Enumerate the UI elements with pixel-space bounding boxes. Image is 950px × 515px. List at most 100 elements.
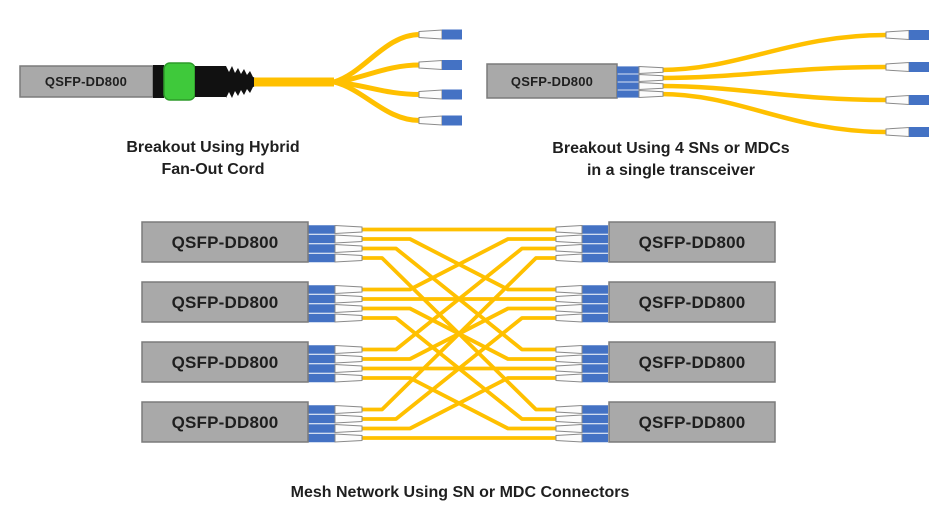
qsfp-module (486, 63, 618, 99)
fiber-ferrule (418, 29, 443, 40)
qsfp-module (141, 401, 309, 443)
sn-connector-blue (582, 225, 608, 234)
qsfp-module (19, 65, 154, 98)
qsfp-module (141, 341, 309, 383)
module-label: QSFP-DD800 (511, 74, 593, 89)
fiber-ferrule (555, 354, 583, 364)
fiber (657, 83, 889, 103)
fiber-ferrule (555, 253, 583, 263)
sn-connector-blue (308, 414, 335, 424)
connector-tip-blue (442, 115, 462, 126)
fiber-ferrule (334, 423, 363, 434)
qsfp-module (608, 221, 776, 263)
qsfp-module (608, 401, 776, 443)
serrated-boot (226, 66, 256, 98)
sn-connector-blue (582, 294, 608, 304)
sn-connector-blue (582, 424, 608, 433)
fiber-ferrule (334, 224, 363, 235)
sn-connector-blue (308, 313, 335, 323)
sn-connector-blue (308, 304, 335, 313)
module-label: QSFP-DD800 (172, 233, 279, 252)
fiber-ferrule (555, 363, 583, 374)
fiber-ferrule (418, 89, 443, 100)
caption-line: in a single transceiver (587, 162, 755, 179)
fiber-ferrule (418, 59, 443, 71)
sn-connector-blue (308, 253, 335, 263)
connector-tip-blue (909, 62, 929, 72)
mesh-fiber (358, 237, 560, 292)
connector-tip-blue (909, 30, 929, 40)
connector-tip-blue (442, 29, 462, 40)
module-label: QSFP-DD800 (639, 413, 746, 432)
module-label: QSFP-DD800 (639, 233, 746, 252)
fiber (657, 64, 889, 81)
fiber-ferrule (555, 284, 583, 295)
connector-tip-blue (442, 89, 462, 100)
fiber-ferrule (555, 404, 583, 415)
sn-connector-blue (582, 373, 608, 383)
fiber-ferrule (555, 373, 583, 383)
module-label: QSFP-DD800 (172, 413, 279, 432)
sn-connector-blue (308, 354, 335, 364)
fiber-ferrule (334, 294, 363, 304)
connector-collar (153, 65, 164, 98)
fiber-ferrule (555, 294, 583, 304)
sn-connector-blue (308, 244, 335, 253)
qsfp-module (141, 281, 309, 323)
fiber-ferrule (555, 303, 583, 314)
fiber-ferrule (638, 65, 664, 75)
sn-connector-blue (308, 285, 335, 294)
fiber-ferrule (555, 414, 583, 424)
sn-connector-blue (617, 82, 639, 90)
module-label: QSFP-DD800 (45, 74, 127, 89)
fiber-ferrule (555, 224, 583, 235)
sn-connector-blue (582, 345, 608, 354)
connector-tip-blue (442, 60, 462, 70)
fiber-ferrule (555, 243, 583, 254)
sn-connector-blue (308, 225, 335, 234)
qsfp-module (141, 221, 309, 263)
fiber-ferrule (334, 433, 363, 443)
mesh-fiber (358, 246, 560, 352)
fiber-ferrule (334, 313, 363, 323)
sn-breakout-unit: QSFP-DD800 (486, 29, 929, 138)
sn-connector-blue (582, 414, 608, 424)
fiber-ferrule (555, 423, 583, 434)
fiber-ferrule (555, 433, 583, 443)
mpo-connector-green (163, 62, 196, 101)
fiber-ferrule (638, 81, 664, 91)
sn-connector-blue (582, 313, 608, 323)
sn-connector-blue (617, 90, 639, 98)
fiber-ferrule (555, 234, 583, 244)
fiber-ferrule (334, 234, 363, 244)
fiber-ferrule (334, 414, 363, 424)
fiber-ferrule (885, 61, 910, 73)
fiber-ferrule (334, 303, 363, 314)
module-label: QSFP-DD800 (639, 293, 746, 312)
sn-connector-blue (582, 433, 608, 443)
sn-connector-blue (582, 354, 608, 364)
fiber-ferrule (334, 284, 363, 295)
fiber (331, 32, 423, 85)
module-label: QSFP-DD800 (172, 353, 279, 372)
sn-connector-blue (582, 234, 608, 244)
fiber (331, 79, 423, 123)
fiber-ferrule (334, 404, 363, 415)
hybrid-fanout-unit: QSFP-DD800 (19, 29, 462, 126)
sn-connector-blue (617, 74, 639, 82)
caption-line: Breakout Using Hybrid (126, 139, 299, 156)
caption-line: Fan-Out Cord (161, 161, 264, 178)
sn-connector-blue (308, 294, 335, 304)
fiber-ferrule (334, 344, 363, 355)
fiber (657, 32, 889, 73)
sn-connector-blue (617, 66, 639, 74)
mesh-fiber (358, 316, 560, 421)
fiber-ferrule (334, 363, 363, 374)
fiber-ferrule (334, 253, 363, 263)
sn-connector-blue (582, 253, 608, 263)
fiber-ferrule (418, 115, 443, 126)
mesh-fiber (358, 256, 560, 412)
fiber-ferrule (638, 73, 664, 83)
connector-tip-blue (909, 127, 929, 137)
